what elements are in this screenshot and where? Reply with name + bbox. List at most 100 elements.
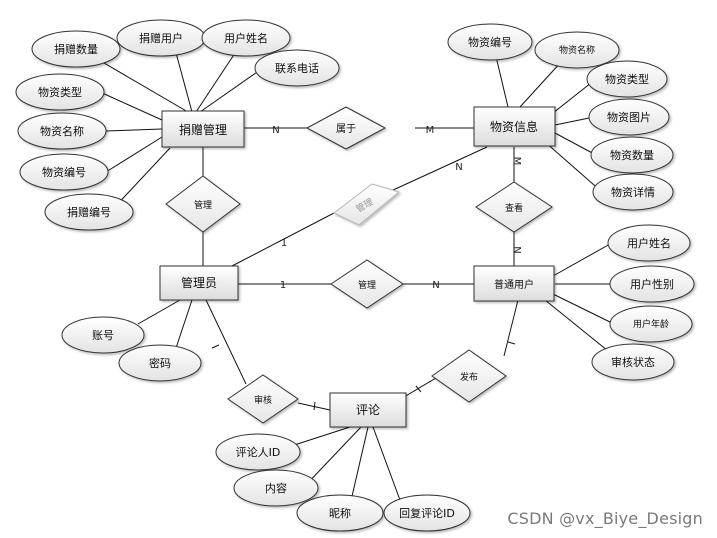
card-manage-user-side: N bbox=[432, 280, 439, 291]
attr-user-name[interactable]: 用户姓名 bbox=[607, 224, 691, 262]
attr-user-age[interactable]: 用户年龄 bbox=[609, 305, 693, 343]
attr-comment-content-label: 内容 bbox=[265, 481, 287, 495]
rel-manage-user-label: 管理 bbox=[358, 279, 376, 291]
line-user-name bbox=[552, 243, 611, 277]
attr-donor-user-label: 捐赠用户 bbox=[139, 31, 183, 45]
line-admin-manage-material bbox=[231, 212, 335, 267]
card-belongs-material: M bbox=[426, 125, 435, 136]
attr-user-status-label: 审核状态 bbox=[611, 355, 655, 369]
entity-material-info[interactable]: 物资信息 bbox=[473, 106, 556, 147]
line-publish-user bbox=[503, 299, 519, 357]
attr-mat-type-label: 物资类型 bbox=[605, 72, 649, 86]
line-admin-account bbox=[137, 299, 181, 325]
entity-donation-mgmt-label: 捐赠管理 bbox=[179, 122, 227, 137]
rel-manage-user[interactable]: 管理 bbox=[330, 259, 404, 309]
rel-publish[interactable]: 发布 bbox=[431, 349, 507, 403]
card-material-view: M bbox=[511, 157, 522, 166]
attr-mat-detail[interactable]: 物资详情 bbox=[592, 173, 674, 211]
attr-mat-type[interactable]: 物资类型 bbox=[586, 60, 668, 98]
attr-admin-password[interactable]: 密码 bbox=[118, 344, 202, 382]
rel-view-label: 查看 bbox=[505, 202, 523, 214]
entity-material-info-label: 物资信息 bbox=[490, 119, 538, 134]
attr-admin-account[interactable]: 账号 bbox=[61, 316, 145, 354]
attr-don-mat-type[interactable]: 物资类型 bbox=[15, 73, 105, 111]
entity-admin[interactable]: 管理员 bbox=[159, 265, 239, 301]
tick-publish-user bbox=[507, 341, 516, 345]
attr-mat-name-label: 物资名称 bbox=[559, 44, 595, 56]
attr-don-mat-no-label: 物资编号 bbox=[42, 165, 86, 179]
attr-mat-image[interactable]: 物资图片 bbox=[588, 98, 670, 136]
attr-mat-image-label: 物资图片 bbox=[607, 110, 651, 124]
tick-review-comment bbox=[313, 401, 316, 411]
line-admin-review bbox=[205, 299, 247, 385]
attr-donor-name[interactable]: 用户姓名 bbox=[201, 19, 291, 57]
rel-belongs-label: 属于 bbox=[336, 123, 356, 135]
line-manage-material-info bbox=[390, 146, 488, 192]
attr-admin-password-label: 密码 bbox=[149, 356, 171, 370]
entity-donation-mgmt[interactable]: 捐赠管理 bbox=[161, 110, 245, 148]
card-admin-manage-user: 1 bbox=[280, 280, 286, 291]
line-user-age bbox=[552, 293, 613, 324]
attr-mat-detail-label: 物资详情 bbox=[611, 185, 655, 199]
attr-mat-name[interactable]: 物资名称 bbox=[534, 31, 620, 69]
line-don-mat-name bbox=[105, 128, 163, 132]
tick-admin-review bbox=[211, 344, 220, 349]
attr-user-gender-label: 用户性别 bbox=[630, 277, 674, 291]
attr-mat-qty-label: 物资数量 bbox=[610, 148, 654, 162]
attr-admin-account-label: 账号 bbox=[92, 329, 114, 342]
card-admin-manage-material: 1 bbox=[281, 238, 287, 249]
entity-user[interactable]: 普通用户 bbox=[473, 265, 555, 302]
line-admin-password bbox=[173, 299, 193, 355]
attr-donor-user[interactable]: 捐赠用户 bbox=[116, 19, 206, 57]
attr-donor-name-label: 用户姓名 bbox=[224, 31, 268, 45]
entity-comment[interactable]: 评论 bbox=[329, 392, 407, 428]
line-mat-image bbox=[554, 116, 595, 126]
rel-review[interactable]: 审核 bbox=[227, 374, 299, 424]
line-comment-publish bbox=[403, 377, 437, 398]
attr-mat-qty[interactable]: 物资数量 bbox=[590, 136, 674, 174]
attr-user-age-label: 用户年龄 bbox=[633, 318, 669, 330]
attr-commenter-id-label: 评论人ID bbox=[236, 445, 281, 459]
attr-donation-qty[interactable]: 捐赠数量 bbox=[31, 30, 121, 68]
attr-comment-nickname-label: 昵称 bbox=[329, 506, 351, 520]
rel-manage-donation[interactable]: 管理 bbox=[165, 175, 241, 233]
rel-manage-material[interactable]: 管理 bbox=[333, 183, 401, 226]
attr-mat-no[interactable]: 物资编号 bbox=[447, 23, 533, 61]
line-don-mat-type bbox=[99, 91, 163, 121]
attr-comment-nickname[interactable]: 昵称 bbox=[296, 494, 384, 532]
attr-reply-comment-id-label: 回复评论ID bbox=[399, 506, 455, 520]
watermark: CSDN @vx_Biye_Design bbox=[507, 509, 703, 528]
card-belongs-donation: N bbox=[272, 125, 279, 136]
attr-don-mat-no[interactable]: 物资编号 bbox=[19, 153, 109, 191]
entity-admin-label: 管理员 bbox=[181, 275, 217, 290]
attr-don-mat-name[interactable]: 物资名称 bbox=[17, 112, 107, 150]
attr-donor-phone[interactable]: 联系电话 bbox=[254, 49, 340, 87]
attr-user-gender[interactable]: 用户性别 bbox=[609, 265, 695, 303]
attr-comment-content[interactable]: 内容 bbox=[233, 469, 319, 507]
attr-commenter-id[interactable]: 评论人ID bbox=[215, 433, 301, 471]
line-comment-content bbox=[303, 426, 362, 488]
attr-donation-no[interactable]: 捐赠编号 bbox=[44, 193, 134, 231]
attr-user-name-label: 用户姓名 bbox=[627, 236, 671, 250]
entity-user-label: 普通用户 bbox=[494, 278, 534, 291]
tick-comment-publish bbox=[415, 385, 422, 393]
attr-user-status[interactable]: 审核状态 bbox=[591, 343, 675, 381]
line-mat-qty bbox=[554, 132, 597, 156]
attr-donation-no-label: 捐赠编号 bbox=[67, 205, 111, 219]
line-donor-phone bbox=[199, 69, 261, 113]
rel-manage-donation-label: 管理 bbox=[194, 199, 212, 211]
entity-comment-label: 评论 bbox=[356, 403, 380, 417]
attr-mat-no-label: 物资编号 bbox=[468, 35, 512, 49]
attr-don-mat-name-label: 物资名称 bbox=[40, 124, 84, 138]
attr-donor-phone-label: 联系电话 bbox=[275, 62, 319, 75]
rel-view[interactable]: 查看 bbox=[475, 181, 553, 233]
line-reply-comment-id bbox=[372, 426, 401, 501]
line-don-mat-no bbox=[105, 136, 163, 173]
rel-review-label: 审核 bbox=[254, 394, 272, 406]
rel-publish-label: 发布 bbox=[460, 371, 478, 383]
card-view-user: N bbox=[511, 246, 522, 253]
rel-belongs[interactable]: 属于 bbox=[305, 106, 387, 150]
line-mat-detail bbox=[544, 141, 603, 193]
attr-reply-comment-id[interactable]: 回复评论ID bbox=[383, 494, 471, 532]
attr-donation-qty-label: 捐赠数量 bbox=[54, 42, 98, 56]
